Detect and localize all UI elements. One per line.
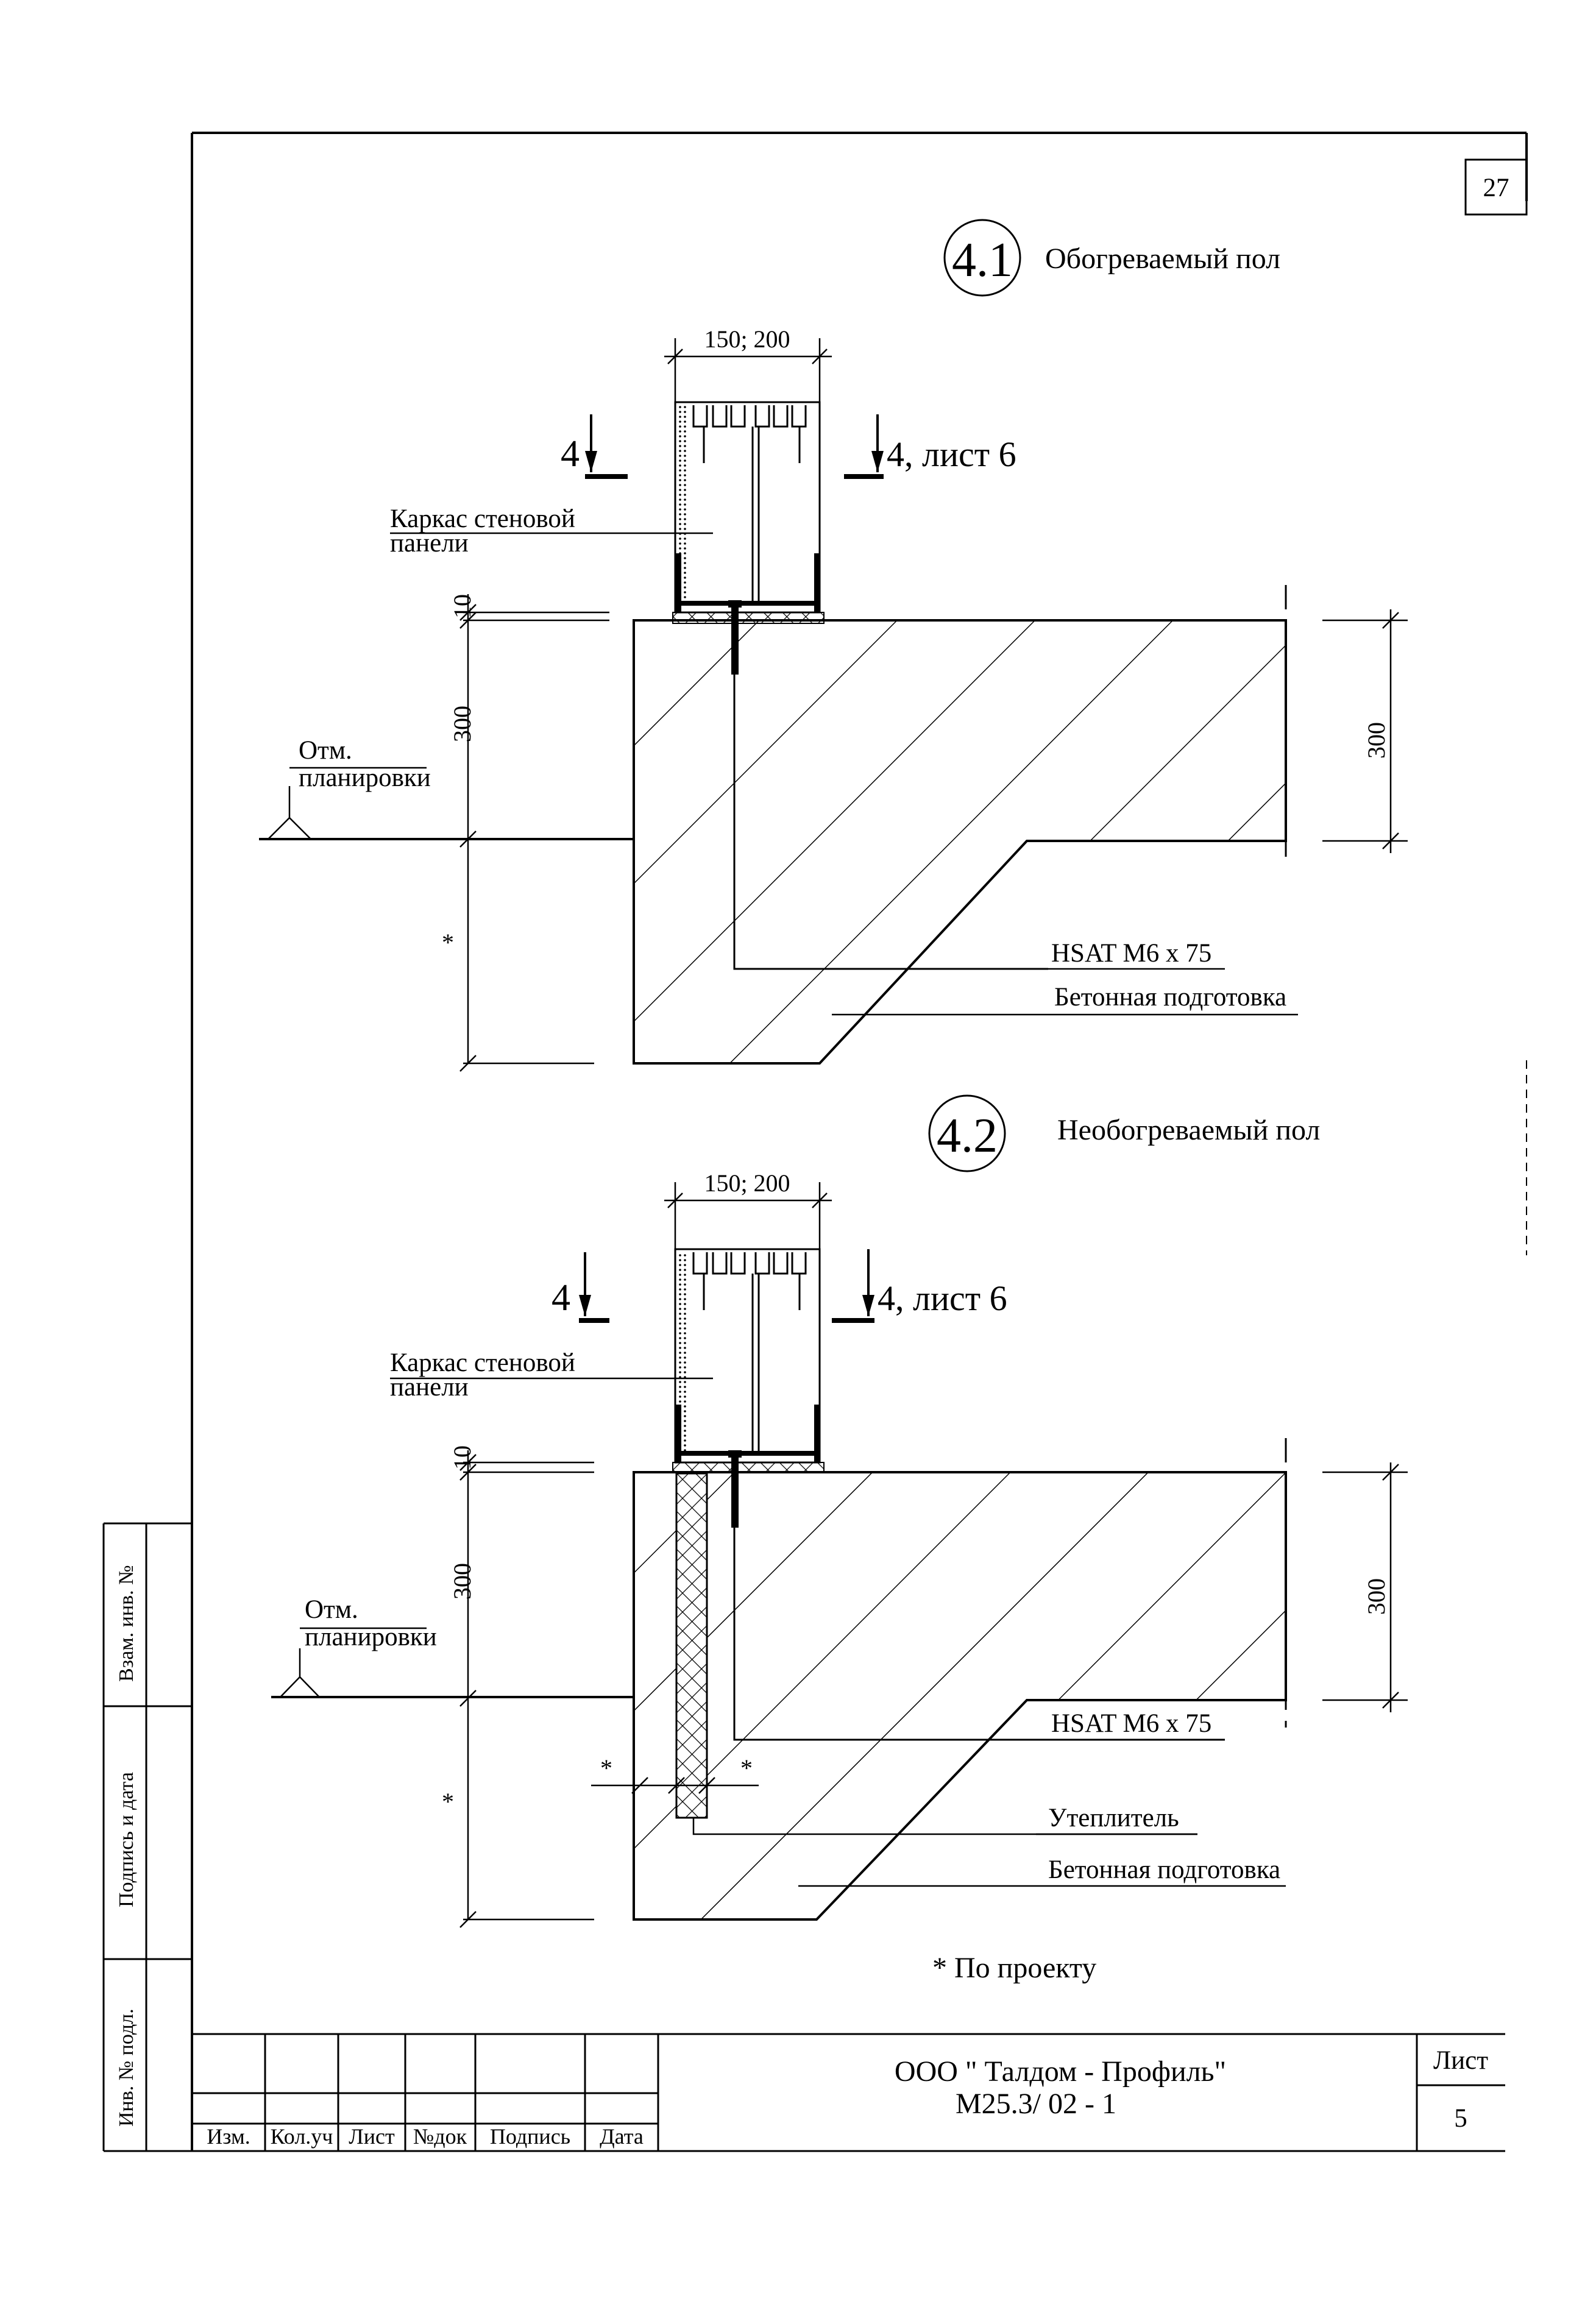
width-dimension: [664, 1182, 832, 1249]
concrete-foundation: [633, 1438, 1287, 1921]
company-name: ООО " Талдом - Профиль": [895, 2055, 1226, 2088]
svg-text:Дата: Дата: [600, 2124, 644, 2149]
dim-star: *: [442, 929, 454, 956]
width-dim-text: 150; 200: [704, 1169, 790, 1197]
anchor-label: HSAT M6 x 75: [1051, 939, 1211, 968]
svg-text:*: *: [740, 1754, 753, 1782]
anchor-label: HSAT M6 x 75: [1051, 1709, 1211, 1738]
detail-title: Обогреваемый пол: [1045, 243, 1280, 275]
left-dimension-chain: [459, 1450, 594, 1928]
stamp-podpis: Подпись и дата: [115, 1772, 138, 1907]
sheet-number-top: 27: [1483, 174, 1509, 202]
svg-text:Отм.: Отм.: [299, 736, 352, 765]
detail-marker-circle: [943, 219, 1021, 297]
footnote: * По проекту: [932, 1952, 1096, 1984]
svg-text:*: *: [600, 1754, 612, 1782]
section-mark-right: 4, лист 6: [832, 1249, 1007, 1323]
svg-text:Изм.: Изм.: [207, 2124, 250, 2149]
side-stamp: [102, 1522, 192, 2152]
dim-top: 10: [449, 1445, 476, 1470]
width-dim-text: 150; 200: [704, 325, 790, 353]
detail-marker: 4.2: [937, 1109, 998, 1163]
svg-text:Отм.: Отм.: [305, 1595, 358, 1624]
detail-marker-circle: [928, 1094, 1006, 1172]
svg-text:Подпись: Подпись: [490, 2124, 570, 2149]
width-dimension: [664, 338, 832, 402]
svg-text:планировки: планировки: [305, 1623, 437, 1651]
left-dimension-chain: [459, 594, 609, 1072]
svg-text:Лист: Лист: [349, 2124, 395, 2149]
detail-marker: 4.1: [952, 233, 1013, 287]
wall-panel: [672, 401, 825, 675]
frame-label-line1: Каркас стеновой: [390, 505, 575, 533]
dim-height: 300: [449, 706, 476, 742]
svg-text:4, лист 6: 4, лист 6: [887, 434, 1016, 474]
stamp-vzam: Взам. инв. №: [115, 1565, 138, 1682]
dim-right: 300: [1363, 1578, 1390, 1615]
title-block: [192, 2033, 1505, 2152]
section-mark-left: 4: [561, 414, 628, 479]
svg-text:№док: №док: [413, 2124, 467, 2149]
sheet-label: Лист: [1433, 2046, 1488, 2075]
svg-text:планировки: планировки: [299, 764, 431, 792]
dim-height: 300: [449, 1563, 476, 1600]
insulation-label: Утеплитель: [1048, 1804, 1179, 1832]
svg-text:4: 4: [561, 433, 580, 475]
grade-mark: Отм. планировки: [259, 736, 634, 840]
sheet-number-box: 27: [1464, 158, 1528, 216]
svg-text:Кол.уч: Кол.уч: [271, 2124, 333, 2149]
detail-4-1: 4.1 Обогреваемый пол 150; 200: [259, 219, 1408, 1072]
document-code: М25.3/ 02 - 1: [956, 2088, 1116, 2120]
detail-4-2: 4.2 Необогреваемый пол 150; 200: [271, 1094, 1408, 1928]
svg-text:4: 4: [552, 1277, 570, 1319]
right-dimension: [1322, 609, 1408, 853]
dim-top: 10: [449, 594, 476, 618]
concrete-label: Бетонная подготовка: [1054, 983, 1286, 1012]
insulation: [675, 1472, 708, 1819]
section-mark-left: 4: [552, 1252, 609, 1323]
svg-text:4, лист 6: 4, лист 6: [878, 1278, 1007, 1318]
concrete-label: Бетонная подготовка: [1048, 1855, 1280, 1884]
title-block-headers: Изм. Кол.уч Лист №док Подпись Дата: [207, 2124, 644, 2149]
dim-star: *: [442, 1788, 454, 1815]
sheet-number: 5: [1454, 2104, 1467, 2133]
insulation-dimension: [591, 1777, 759, 1794]
concrete-foundation: [633, 585, 1287, 1065]
frame-label-line2: панели: [390, 1373, 469, 1402]
grade-mark: Отм. планировки: [271, 1595, 634, 1698]
stamp-inv: Инв. № подл.: [115, 2008, 138, 2127]
section-mark-right: 4, лист 6: [844, 414, 1016, 479]
frame-label-line1: Каркас стеновой: [390, 1349, 575, 1377]
dim-right: 300: [1363, 722, 1390, 759]
right-dimension: [1322, 1462, 1408, 1712]
detail-title: Необогреваемый пол: [1057, 1114, 1320, 1146]
